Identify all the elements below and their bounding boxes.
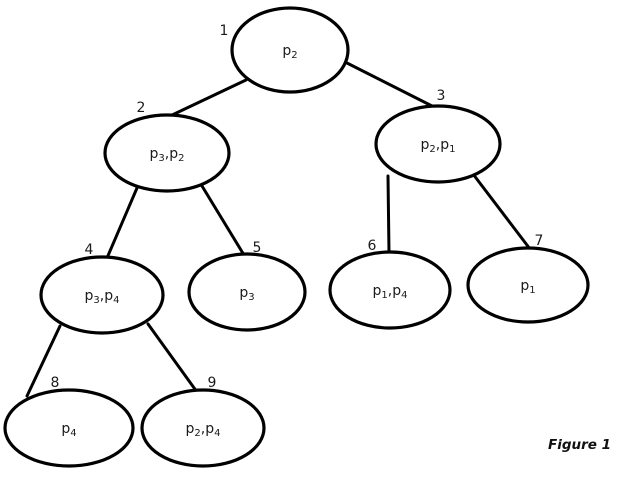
- node-number-6: 6: [368, 238, 377, 254]
- node-shape-3: [374, 104, 502, 184]
- tree-edge-1-2: [168, 78, 248, 118]
- tree-edge-4-8: [25, 324, 62, 398]
- node-label-7: p1: [520, 278, 535, 296]
- nodes-group: p2 p3,p2 p2,p1 p3,p4 p3 p1,p4 p1 p4 p2,p4: [3, 6, 590, 468]
- node-numbers-group: 1 2 3 4 5 6 7 8 9: [51, 23, 544, 391]
- tree-node-3[interactable]: p2,p1: [374, 104, 502, 184]
- node-number-9: 9: [208, 375, 217, 391]
- node-number-8: 8: [51, 375, 60, 391]
- node-label-1: p2: [282, 43, 297, 61]
- node-label-2: p3,p2: [150, 146, 185, 164]
- node-shape-1: [230, 6, 350, 94]
- node-number-7: 7: [535, 233, 544, 249]
- node-shape-2: [103, 113, 231, 193]
- tree-edge-4-9: [146, 322, 199, 394]
- tree-edge-2-4: [105, 186, 139, 260]
- tree-edge-3-6: [386, 174, 391, 255]
- node-shape-8: [3, 388, 135, 468]
- tree-node-5[interactable]: p3: [187, 252, 307, 332]
- node-shape-9: [140, 388, 266, 468]
- tree-node-1[interactable]: p2: [230, 6, 350, 94]
- tree-node-7[interactable]: p1: [466, 246, 590, 324]
- node-label-4: p3,p4: [85, 288, 120, 306]
- node-number-3: 3: [437, 88, 446, 104]
- tree-node-8[interactable]: p4: [3, 388, 135, 468]
- node-shape-6: [328, 250, 452, 330]
- tree-edge-3-7: [471, 172, 532, 251]
- tree-node-4[interactable]: p3,p4: [39, 255, 165, 335]
- tree-node-9[interactable]: p2,p4: [140, 388, 266, 468]
- node-number-5: 5: [253, 240, 262, 256]
- node-label-6: p1,p4: [373, 283, 408, 301]
- node-shape-5: [187, 252, 307, 332]
- node-number-2: 2: [137, 100, 146, 116]
- edges-group: [25, 60, 532, 398]
- node-label-5: p3: [239, 285, 254, 303]
- node-label-9: p2,p4: [186, 421, 221, 439]
- node-label-8: p4: [61, 421, 76, 439]
- tree-edge-1-3: [343, 60, 436, 109]
- node-shape-7: [466, 246, 590, 324]
- tree-node-6[interactable]: p1,p4: [328, 250, 452, 330]
- tree-edge-2-5: [200, 184, 246, 257]
- node-shape-4: [39, 255, 165, 335]
- node-number-4: 4: [85, 242, 94, 258]
- tree-node-2[interactable]: p3,p2: [103, 113, 231, 193]
- figure-caption: Figure 1: [548, 437, 612, 453]
- node-label-3: p2,p1: [421, 137, 456, 155]
- node-number-1: 1: [220, 23, 229, 39]
